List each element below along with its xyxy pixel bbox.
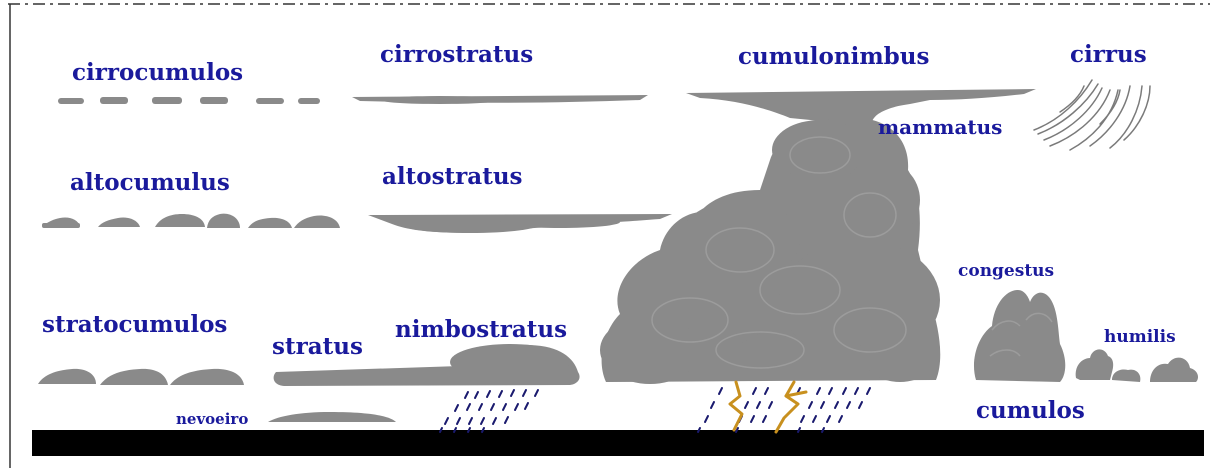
nimbostratus-rain: [440, 390, 538, 432]
label-stratus: stratus: [272, 333, 363, 360]
cirrus-cloud: [1034, 80, 1150, 150]
nevoeiro-cloud: [268, 412, 396, 422]
label-cirrus: cirrus: [1070, 41, 1147, 68]
label-nevoeiro: nevoeiro: [176, 410, 248, 428]
cumulonimbus-rain: [698, 388, 870, 432]
congestus-cloud: [974, 290, 1065, 382]
cirrocumulos-cloud: [58, 97, 320, 104]
stratocumulos-cloud: [38, 369, 244, 385]
label-altostratus: altostratus: [382, 163, 523, 190]
label-nimbostratus: nimbostratus: [395, 316, 567, 343]
humilis-cloud: [1076, 349, 1198, 382]
ground-bar: [32, 430, 1204, 456]
label-mammatus: mammatus: [878, 115, 1002, 139]
label-humilis: humilis: [1104, 327, 1176, 347]
altostratus-cloud: [368, 214, 672, 233]
label-stratocumulos: stratocumulos: [42, 311, 227, 338]
altocumulus-cloud: [42, 214, 340, 228]
label-congestus: congestus: [958, 261, 1054, 281]
label-cumulonimbus: cumulonimbus: [738, 43, 929, 70]
label-altocumulus: altocumulus: [70, 169, 230, 196]
cirrostratus-cloud: [352, 95, 648, 104]
label-cumulos: cumulos: [976, 397, 1085, 424]
label-cirrocumulos: cirrocumulos: [72, 59, 243, 86]
label-cirrostratus: cirrostratus: [380, 41, 533, 68]
